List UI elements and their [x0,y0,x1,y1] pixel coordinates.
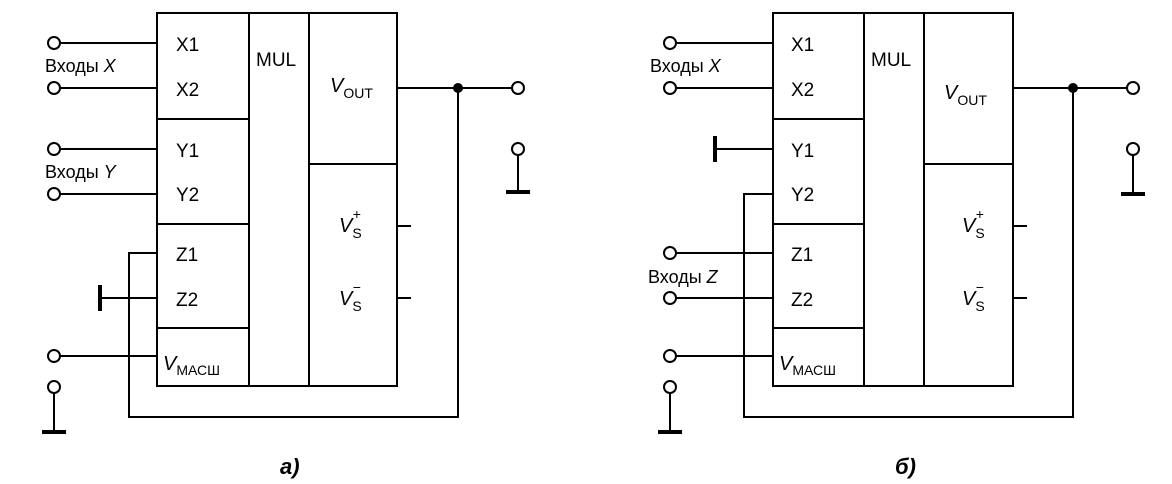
vout-label: VOUT [944,82,987,108]
vs-minus-sub: S [352,298,361,314]
terminal-icon [663,81,677,95]
vs-minus-main: V [962,288,977,310]
vs-minus-label: VS − [962,279,985,314]
inputs-x-label: Входы X [45,56,117,76]
junction-dot [453,83,463,93]
terminal-icon [1126,81,1140,95]
terminal-icon [511,142,525,156]
terminal-icon [47,36,61,50]
vs-minus-sup: − [976,279,984,295]
terminal-icon [663,36,677,50]
vs-plus-sub: S [352,225,361,241]
terminal-icon [47,142,61,156]
feedback-wire-a [128,88,459,418]
inputs-z-text: Входы [648,267,707,287]
vout-main: V [330,75,345,97]
terminal-icon [663,291,677,305]
vs-plus-main: V [339,215,354,237]
vs-plus-label: VS + [339,206,362,241]
terminal-icon [511,81,525,95]
vs-minus-sup: − [353,279,361,295]
pin-x2-label: X2 [791,80,814,101]
inputs-z-label: Входы Z [648,267,719,287]
mul-label: MUL [871,50,911,71]
junction-dot [1068,83,1078,93]
inputs-x-text: Входы [650,56,709,76]
terminal-icon [663,349,677,363]
pin-scale-sub: МАСШ [792,362,836,378]
pin-y1-label: Y1 [176,141,199,162]
pin-x1-label: X1 [176,35,199,56]
terminal-icon [47,187,61,201]
terminal-icon [663,246,677,260]
feedback-wire-b [743,88,1074,418]
inputs-y-var: Y [104,162,118,182]
inputs-z-var: Z [706,267,719,287]
inputs-y-label: Входы Y [45,162,118,182]
terminal-icon [1126,142,1140,156]
pin-z2-label: Z2 [791,290,813,311]
vout-sub: OUT [957,92,987,108]
inputs-x-var: X [708,56,722,76]
vout-label: VOUT [330,75,373,101]
pin-scale-label: VМАСШ [163,353,220,378]
terminal-icon [47,81,61,95]
pin-z1-label: Z1 [176,245,198,266]
pin-y2-label: Y2 [791,185,814,206]
vs-plus-main: V [962,215,977,237]
terminal-icon [47,380,61,394]
pin-y1-label: Y1 [791,141,814,162]
terminal-icon [663,380,677,394]
inputs-x-label: Входы X [650,56,722,76]
pin-z2-label: Z2 [176,290,198,311]
vs-plus-sub: S [975,225,984,241]
diagram-b: X1 X2 Y1 Y2 Z1 Z2 VМАСШ MUL VOUT VS+ VS− [648,12,1145,479]
terminal-icon [47,349,61,363]
vs-plus-sup: + [353,206,361,222]
pin-y2-label: Y2 [176,185,199,206]
vs-minus-label: VS − [339,279,362,314]
pin-scale-label: VМАСШ [779,353,836,378]
vs-minus-sub: S [975,298,984,314]
diagram-a: X1 X2 Y1 Y2 Z1 Z2 VМАСШ MUL VOUT VS+ VS− [42,12,530,479]
caption-a: а) [280,454,300,479]
ic-body-a [156,12,398,387]
mul-label: MUL [256,50,296,71]
pin-scale-main: V [779,353,794,375]
inputs-y-text: Входы [45,162,104,182]
inputs-x-text: Входы [45,56,104,76]
vs-plus-label: VS + [962,206,985,241]
ic-body-b [772,12,1014,387]
vs-minus-main: V [339,288,354,310]
vout-sub: OUT [343,85,373,101]
pin-x1-label: X1 [791,35,814,56]
pin-z1-label: Z1 [791,245,813,266]
inputs-x-var: X [103,56,117,76]
vs-plus-sup: + [976,206,984,222]
vout-main: V [944,82,959,104]
pin-x2-label: X2 [176,80,199,101]
caption-b: б) [895,454,916,479]
pin-scale-main: V [163,353,178,375]
pin-scale-sub: МАСШ [176,362,220,378]
